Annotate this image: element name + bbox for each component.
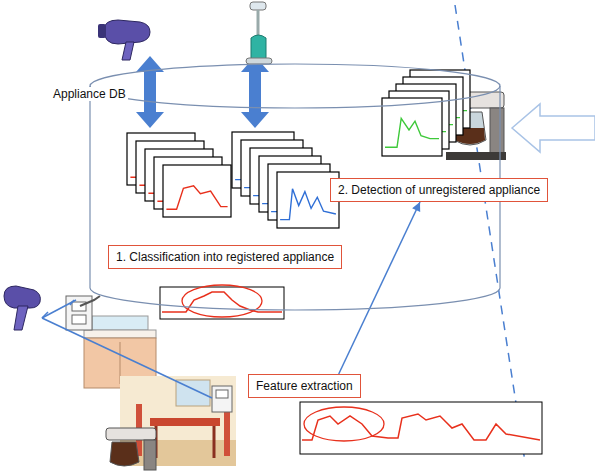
- wall-socket: [66, 296, 100, 330]
- db-label: Appliance DB: [51, 87, 128, 101]
- arrow-head: [412, 202, 420, 212]
- coffee-maker-icon: [106, 428, 156, 470]
- outline-arrow: [512, 104, 595, 152]
- connector: [339, 202, 420, 374]
- waveform-card: [163, 165, 231, 217]
- box-label: 2. Detection of unregistered appliance: [338, 183, 540, 197]
- waveform-trace: [166, 186, 227, 209]
- waveform-trace: [280, 189, 336, 220]
- box-label: 1. Classification into registered applia…: [116, 250, 334, 264]
- box-label: Feature extraction: [256, 379, 353, 393]
- cylinder-top: [90, 64, 500, 108]
- process-box: 1. Classification into registered applia…: [108, 245, 342, 269]
- process-box: Feature extraction: [248, 374, 361, 398]
- waveform-card: [382, 98, 442, 156]
- waveform-trace: [385, 118, 439, 147]
- hair-dryer-icon: [98, 20, 150, 60]
- waveform-panel: [300, 402, 542, 454]
- hair-dryer-icon: [4, 286, 40, 330]
- waveform-panel: [160, 285, 284, 319]
- vacuum-icon: [246, 2, 272, 64]
- process-box: 2. Detection of unregistered appliance: [330, 178, 548, 202]
